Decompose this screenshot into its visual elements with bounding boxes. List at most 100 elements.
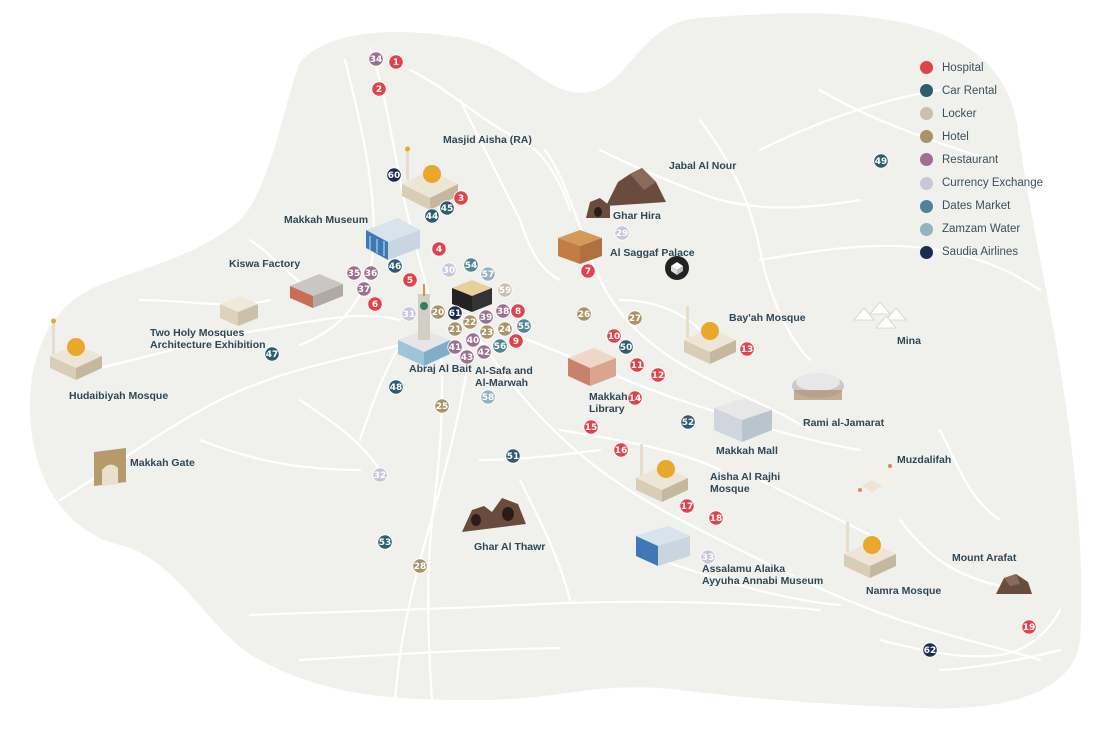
marker-car[interactable]: 45: [439, 200, 455, 216]
marker-hospital[interactable]: 14: [627, 390, 643, 406]
place-label-ghar-hira[interactable]: Ghar Hira: [613, 210, 661, 222]
marker-hospital[interactable]: 1: [388, 54, 404, 70]
marker-hospital[interactable]: 11: [629, 357, 645, 373]
marker-hospital[interactable]: 17: [679, 498, 695, 514]
marker-hotel[interactable]: 22: [462, 314, 478, 330]
marker-currency[interactable]: 29: [614, 225, 630, 241]
marker-saudia[interactable]: 61: [447, 305, 463, 321]
marker-hospital[interactable]: 19: [1021, 619, 1037, 635]
marker-hospital[interactable]: 10: [606, 328, 622, 344]
marker-hospital[interactable]: 8: [510, 303, 526, 319]
legend-swatch: [920, 61, 933, 75]
marker-dates[interactable]: 56: [492, 338, 508, 354]
marker-car[interactable]: 51: [505, 448, 521, 464]
marker-car[interactable]: 50: [618, 339, 634, 355]
marker-dot: [363, 265, 379, 281]
place-label-ghar-al-thawr[interactable]: Ghar Al Thawr: [474, 541, 545, 553]
marker-car[interactable]: 52: [680, 414, 696, 430]
marker-restaurant[interactable]: 39: [478, 309, 494, 325]
marker-saudia[interactable]: 60: [386, 167, 402, 183]
marker-restaurant[interactable]: 35: [346, 265, 362, 281]
place-label-mount-arafat[interactable]: Mount Arafat: [952, 552, 1017, 564]
marker-hospital[interactable]: 6: [367, 296, 383, 312]
place-label-masjid-aisha[interactable]: Masjid Aisha (RA): [443, 134, 532, 146]
marker-restaurant[interactable]: 36: [363, 265, 379, 281]
marker-car[interactable]: 49: [873, 153, 889, 169]
legend-item-zamzam[interactable]: Zamzam Water: [920, 218, 1043, 241]
marker-currency[interactable]: 31: [401, 306, 417, 322]
marker-car[interactable]: 48: [388, 379, 404, 395]
marker-hotel[interactable]: 25: [434, 398, 450, 414]
marker-zamzam[interactable]: 57: [480, 266, 496, 282]
place-label-mina[interactable]: Mina: [897, 335, 921, 347]
marker-restaurant[interactable]: 38: [495, 303, 511, 319]
marker-hospital[interactable]: 7: [580, 263, 596, 279]
place-label-kiswa-factory[interactable]: Kiswa Factory: [229, 258, 300, 270]
marker-hotel[interactable]: 27: [627, 310, 643, 326]
marker-car[interactable]: 53: [377, 534, 393, 550]
legend-label: Restaurant: [942, 153, 999, 166]
legend-item-locker[interactable]: Locker: [920, 102, 1043, 125]
place-label-al-saggaf-palace[interactable]: Al Saggaf Palace: [610, 247, 695, 259]
place-label-makkah-mall[interactable]: Makkah Mall: [716, 445, 778, 457]
legend-item-dates[interactable]: Dates Market: [920, 195, 1043, 218]
marker-zamzam[interactable]: 58: [480, 389, 496, 405]
marker-restaurant[interactable]: 34: [368, 51, 384, 67]
place-label-hudaibiyah-mosque[interactable]: Hudaibiyah Mosque: [69, 390, 168, 402]
marker-car[interactable]: 44: [424, 208, 440, 224]
marker-hospital[interactable]: 16: [613, 442, 629, 458]
legend-item-car[interactable]: Car Rental: [920, 79, 1043, 102]
marker-hospital[interactable]: 12: [650, 367, 666, 383]
marker-car[interactable]: 46: [387, 258, 403, 274]
marker-hotel[interactable]: 28: [412, 558, 428, 574]
marker-restaurant[interactable]: 42: [476, 344, 492, 360]
marker-currency[interactable]: 30: [441, 262, 457, 278]
place-label-jabal-al-nour[interactable]: Jabal Al Nour: [669, 160, 736, 172]
marker-restaurant[interactable]: 40: [465, 332, 481, 348]
legend-item-hospital[interactable]: Hospital: [920, 56, 1043, 79]
marker-car[interactable]: 47: [264, 346, 280, 362]
marker-hotel[interactable]: 26: [576, 306, 592, 322]
marker-hospital[interactable]: 13: [739, 341, 755, 357]
marker-restaurant[interactable]: 43: [459, 349, 475, 365]
marker-currency[interactable]: 33: [700, 549, 716, 565]
legend-item-hotel[interactable]: Hotel: [920, 125, 1043, 148]
marker-restaurant[interactable]: 37: [356, 281, 372, 297]
place-label-makkah-museum[interactable]: Makkah Museum: [284, 214, 368, 226]
place-label-abraj-al-bait[interactable]: Abraj Al Bait: [409, 363, 472, 375]
marker-dates[interactable]: 55: [516, 318, 532, 334]
legend-item-currency[interactable]: Currency Exchange: [920, 171, 1043, 194]
marker-saudia[interactable]: 62: [922, 642, 938, 658]
marker-hotel[interactable]: 23: [479, 324, 495, 340]
marker-hotel[interactable]: 24: [497, 321, 513, 337]
marker-hospital[interactable]: 5: [402, 272, 418, 288]
marker-dot: [447, 321, 463, 337]
marker-hospital[interactable]: 2: [371, 81, 387, 97]
marker-currency[interactable]: 32: [372, 467, 388, 483]
legend-item-saudia[interactable]: Saudia Airlines: [920, 241, 1043, 264]
marker-dot: [434, 398, 450, 414]
marker-restaurant[interactable]: 41: [447, 339, 463, 355]
place-label-makkah-gate[interactable]: Makkah Gate: [130, 457, 195, 469]
marker-hospital[interactable]: 18: [708, 510, 724, 526]
legend-item-restaurant[interactable]: Restaurant: [920, 148, 1043, 171]
marker-hospital[interactable]: 9: [508, 333, 524, 349]
place-label-bayah-mosque[interactable]: Bay'ah Mosque: [729, 312, 806, 324]
marker-locker[interactable]: 59: [497, 282, 513, 298]
marker-number: 7: [585, 267, 591, 277]
marker-hospital[interactable]: 3: [453, 190, 469, 206]
marker-hospital[interactable]: 4: [431, 241, 447, 257]
marker-hospital[interactable]: 15: [583, 419, 599, 435]
place-label-namra-mosque[interactable]: Namra Mosque: [866, 585, 941, 597]
marker-hotel[interactable]: 20: [430, 304, 446, 320]
place-label-rami-al-jamarat[interactable]: Rami al-Jamarat: [803, 417, 885, 429]
marker-dot: [402, 272, 418, 288]
place-label-muzdalifah[interactable]: Muzdalifah: [897, 454, 951, 466]
marker-dates[interactable]: 54: [463, 257, 479, 273]
marker-hotel[interactable]: 21: [447, 321, 463, 337]
